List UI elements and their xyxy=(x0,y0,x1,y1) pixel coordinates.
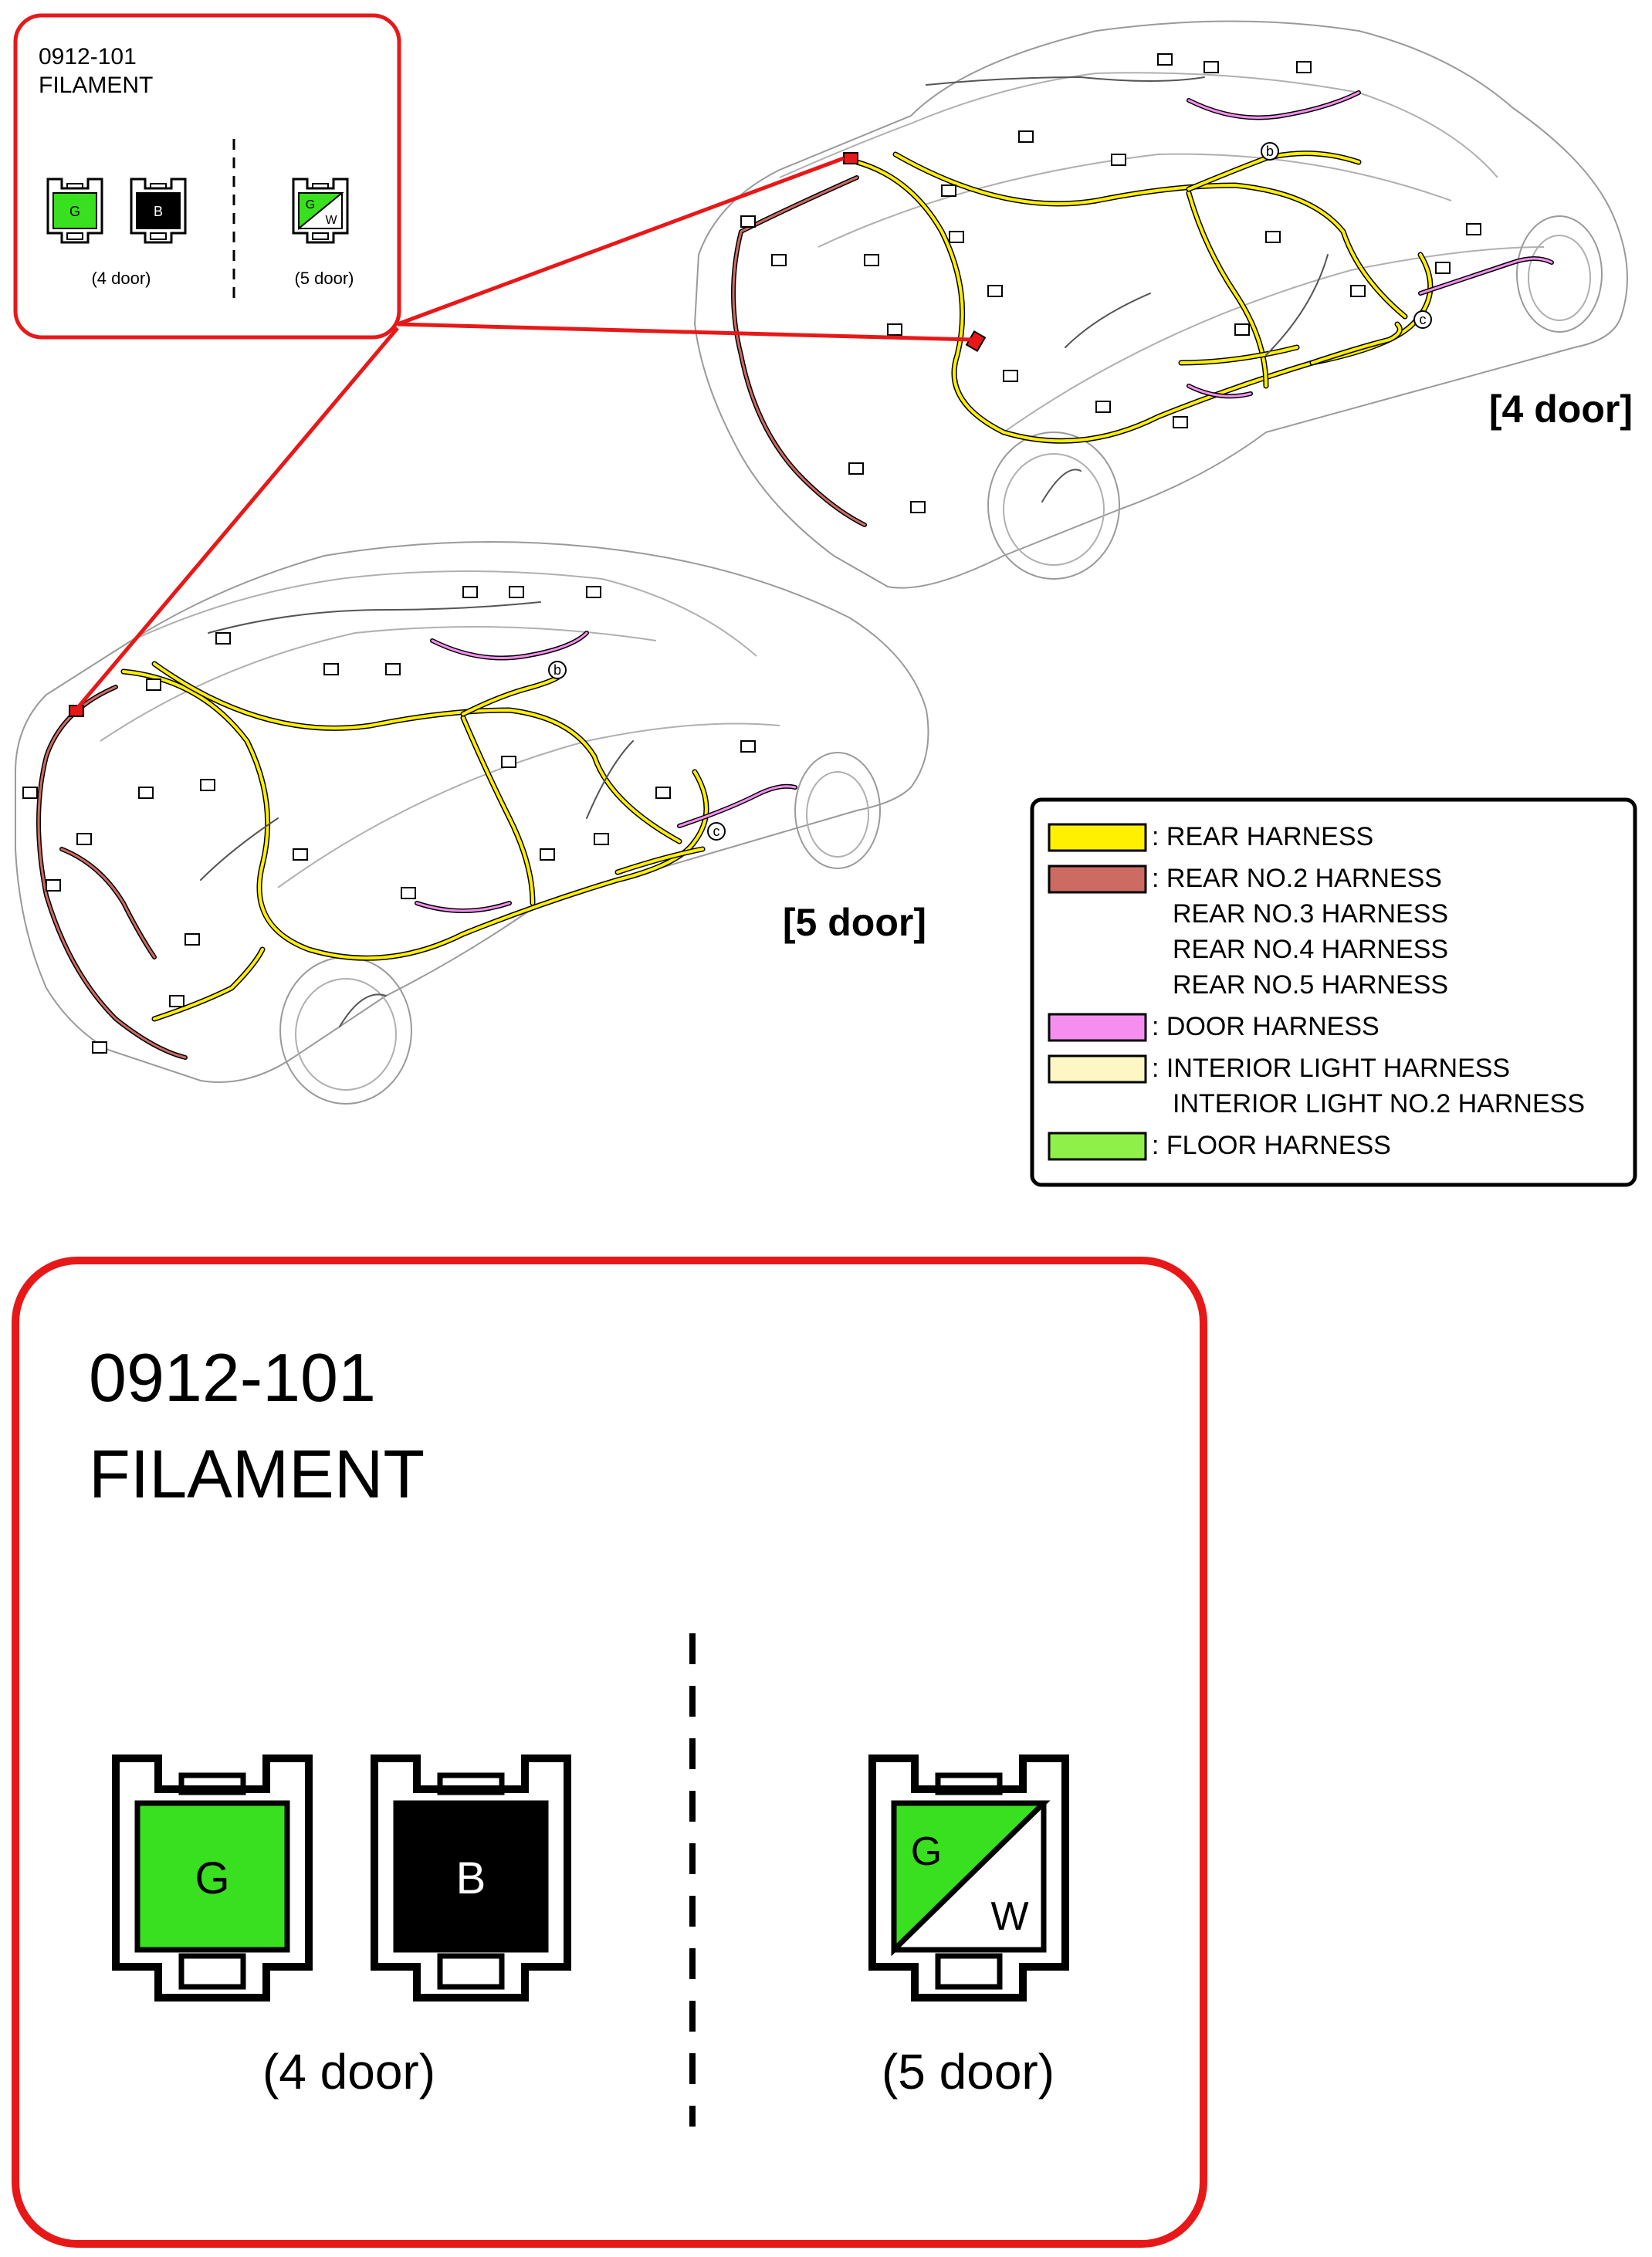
car-4door-filament-connector-top xyxy=(843,152,858,164)
car-5door-marker-b: b xyxy=(548,661,567,679)
large-callout-frame xyxy=(12,1257,1207,2248)
car-5door-filament-connector xyxy=(69,705,84,717)
small-callout-4door-label: (4 door) xyxy=(91,269,151,288)
car-4door-rear-wheel xyxy=(987,431,1120,580)
car-4door-front-wheel-inner xyxy=(1528,235,1591,321)
car-5door-roofline xyxy=(100,570,780,888)
small-callout-5door-label: (5 door) xyxy=(294,269,354,288)
legend-swatch xyxy=(1048,1054,1147,1084)
large-callout-4door-label: (4 door) xyxy=(262,2044,435,2100)
large-callout-part-name: FILAMENT xyxy=(89,1436,425,1512)
legend-swatch xyxy=(1048,1013,1147,1042)
legend-item-rear-no2-harness: : REAR NO.2 HARNESS REAR NO.3 HARNESS RE… xyxy=(1048,864,1448,1000)
small-connector-gw-top-label: G xyxy=(306,198,315,211)
legend-swatch xyxy=(1048,865,1147,894)
legend-label: REAR NO.5 HARNESS xyxy=(1173,970,1448,1000)
car-4door-front-wheel xyxy=(1516,215,1603,333)
small-connector-b-label: B xyxy=(154,204,163,219)
car-5door-connectors xyxy=(22,586,756,1054)
legend-label: INTERIOR LIGHT NO.2 HARNESS xyxy=(1173,1089,1585,1118)
car-4door-rear-wheel-inner xyxy=(1003,453,1105,566)
marker-c-label: c xyxy=(713,824,720,839)
large-connector-gw: G W xyxy=(868,1755,1069,2002)
marker-b-label: b xyxy=(1266,144,1274,159)
car-4door-marker-b: b xyxy=(1261,142,1279,161)
car-4door-body-outline xyxy=(693,20,1628,589)
legend-label: : REAR HARNESS xyxy=(1152,822,1373,851)
legend-label: : DOOR HARNESS xyxy=(1152,1012,1379,1041)
small-callout: 0912-101 FILAMENT G B G W xyxy=(13,13,401,340)
car-4door-roofline xyxy=(779,72,1545,433)
small-connector-gw: G W xyxy=(292,178,349,244)
view-label-5door: [5 door] xyxy=(783,901,926,944)
small-connector-b: B xyxy=(130,178,187,244)
car-5door-body-outline xyxy=(15,541,929,1083)
large-connector-b: B xyxy=(371,1755,571,2002)
large-connector-gw-top-label: G xyxy=(911,1829,942,1874)
legend-label: REAR NO.4 HARNESS xyxy=(1173,935,1448,964)
legend-label: REAR NO.3 HARNESS xyxy=(1173,899,1448,929)
view-label-4door: [4 door] xyxy=(1489,387,1633,431)
car-5door-rear-wheel-inner xyxy=(295,978,397,1091)
legend-item-interior-light-harness: : INTERIOR LIGHT HARNESS INTERIOR LIGHT … xyxy=(1048,1054,1585,1118)
legend-label: : REAR NO.2 HARNESS xyxy=(1152,864,1442,893)
legend-label: : FLOOR HARNESS xyxy=(1152,1131,1391,1160)
small-callout-part-name: FILAMENT xyxy=(39,73,153,98)
harness-legend: : REAR HARNESS : REAR NO.2 HARNESS REAR … xyxy=(1030,797,1637,1187)
large-connector-gw-bottom-label: W xyxy=(990,1894,1028,1939)
car-5door-front-wheel-inner xyxy=(806,771,869,858)
marker-c-label: c xyxy=(1420,312,1427,327)
car-5door: b c xyxy=(15,541,929,1105)
small-connector-gw-bottom-label: W xyxy=(325,214,337,227)
legend-item-rear-harness: : REAR HARNESS xyxy=(1048,822,1373,852)
legend-label: : INTERIOR LIGHT HARNESS xyxy=(1152,1054,1510,1083)
large-connector-g-label: G xyxy=(195,1853,229,1903)
callout-leader-lines xyxy=(74,156,973,712)
small-connector-g: G xyxy=(46,178,103,244)
small-callout-frame xyxy=(13,13,401,340)
legend-item-floor-harness: : FLOOR HARNESS xyxy=(1048,1131,1391,1161)
large-callout: 0912-101 FILAMENT G B G xyxy=(12,1257,1207,2248)
legend-item-door-harness: : DOOR HARNESS xyxy=(1048,1012,1379,1042)
large-connector-g: G xyxy=(112,1755,313,2002)
small-connector-g-label: G xyxy=(69,204,80,219)
car-5door-front-wheel xyxy=(794,752,881,869)
car-5door-marker-c: c xyxy=(707,822,726,841)
large-connector-b-label: B xyxy=(456,1853,486,1903)
car-4door: b c xyxy=(693,20,1628,589)
car-5door-harness-wires xyxy=(36,601,797,1060)
legend-swatch xyxy=(1048,1132,1147,1161)
large-callout-5door-label: (5 door) xyxy=(882,2044,1055,2100)
car-4door-harness-wires xyxy=(731,76,1554,527)
small-callout-part-number: 0912-101 xyxy=(39,44,137,69)
marker-b-label: b xyxy=(553,662,561,678)
car-4door-marker-c: c xyxy=(1413,310,1432,329)
legend-swatch xyxy=(1048,823,1147,852)
legend-frame xyxy=(1030,797,1637,1187)
large-callout-part-number: 0912-101 xyxy=(89,1339,376,1416)
car-4door-connectors xyxy=(740,53,1481,513)
